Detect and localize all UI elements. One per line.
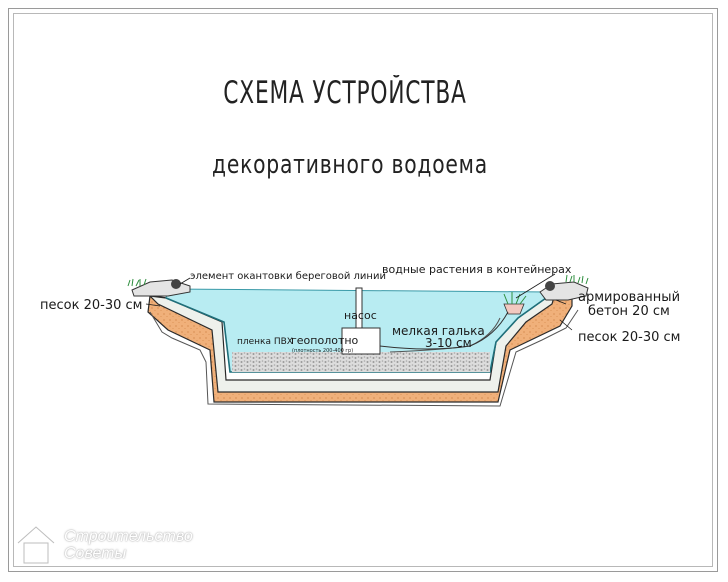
watermark-line2: Советы (64, 545, 127, 562)
diagram-subtitle: декоративного водоема (212, 150, 488, 180)
house-logo-icon (16, 524, 56, 565)
pump (341, 287, 509, 355)
left-bank-stones (131, 279, 191, 297)
water-plant-container (503, 292, 527, 315)
label-water-plants: водные растения в контейнерах (382, 263, 572, 276)
label-sand-left: песок 20-30 см (40, 298, 142, 313)
watermark-line1: Строительство (64, 528, 193, 545)
label-geotextile: геополотно (291, 334, 359, 347)
right-bank-plants (565, 274, 589, 285)
label-edge-element: элемент окантовки береговой линии (190, 271, 386, 282)
label-reinforced-concrete-2: бетон 20 см (588, 304, 670, 319)
left-edge-stone (171, 279, 181, 289)
diagram-title: СХЕМА УСТРОЙСТВА (223, 75, 467, 111)
right-edge-stone (545, 281, 555, 291)
label-pebbles-1: мелкая галька (392, 324, 485, 338)
left-bank-plants (127, 278, 147, 287)
label-pebbles-2: 3-10 см (425, 336, 472, 350)
label-reinforced-concrete-1: армированный (578, 290, 680, 305)
site-watermark: Строительство Советы (14, 520, 193, 570)
gravel-bed (232, 352, 490, 372)
outer-frame-border (8, 8, 718, 572)
label-geotextile-note: (плотность 200-400 гр) (292, 348, 353, 354)
label-sand-right: песок 20-30 см (578, 330, 680, 345)
label-pump: насос (344, 309, 377, 322)
label-pvc-film: пленка ПВХ (237, 337, 293, 347)
ground-edge (149, 309, 579, 407)
inner-frame-border (13, 13, 713, 567)
leader-lines (145, 273, 573, 331)
